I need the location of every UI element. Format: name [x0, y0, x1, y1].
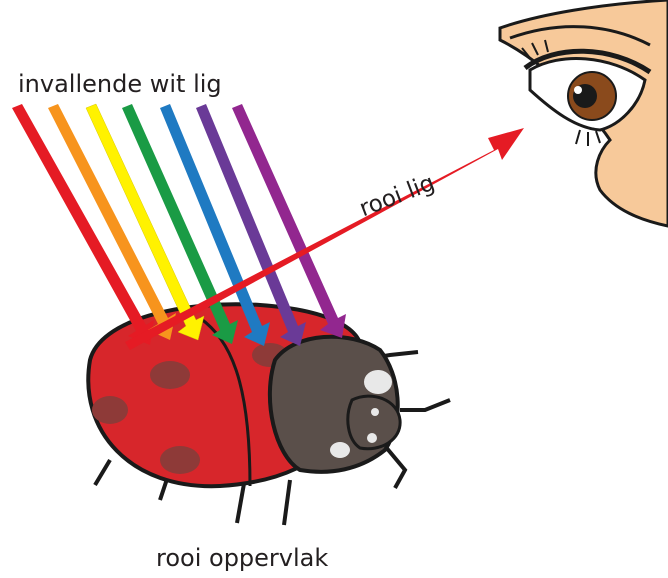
red-surface-label: rooi oppervlak: [156, 544, 328, 572]
eye-icon: [500, 0, 668, 226]
incoming-white-light-label: invallende wit lig: [18, 70, 222, 98]
ray-red: [12, 104, 154, 345]
